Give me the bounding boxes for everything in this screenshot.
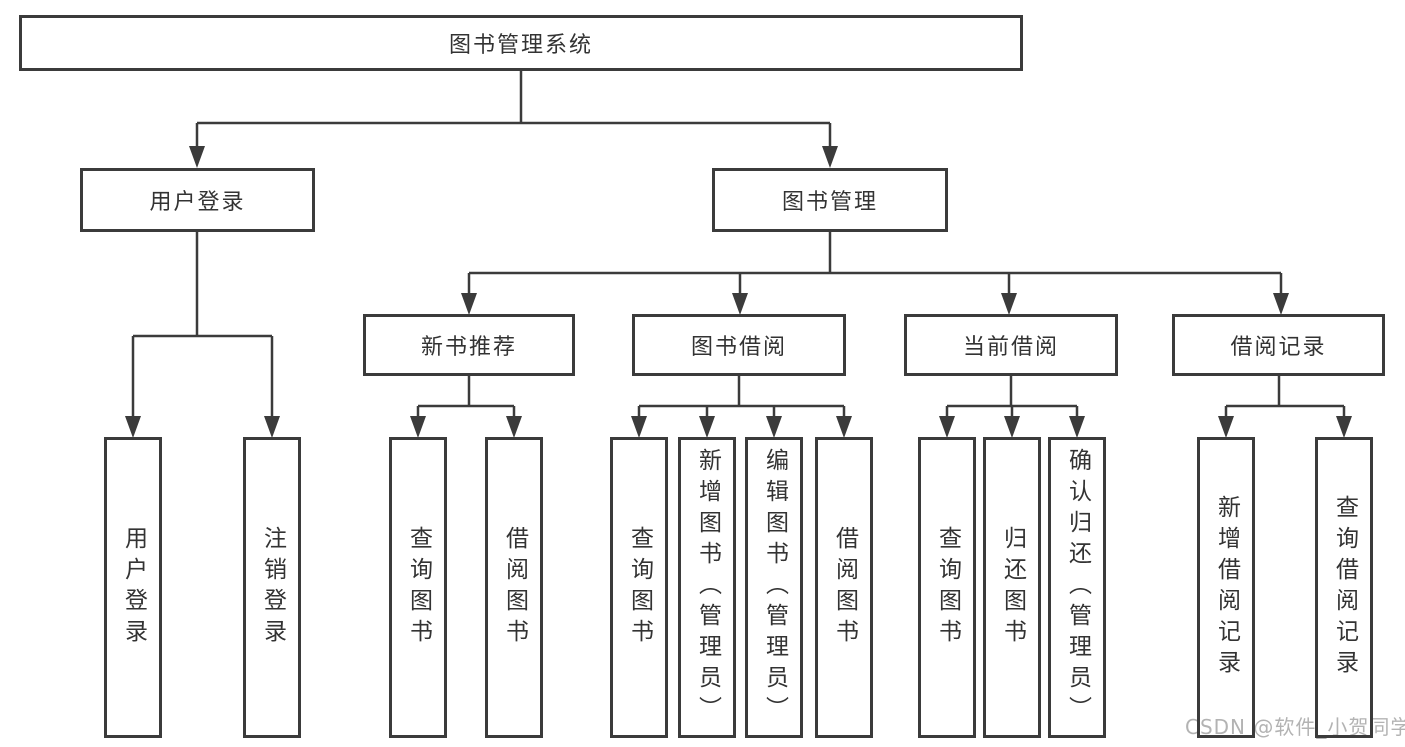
leaf-query-books-borrow: 查询图书 bbox=[610, 437, 668, 738]
leaf-add-borrow-record: 新增借阅记录 bbox=[1197, 437, 1255, 738]
leaf-add-book-admin: 新增图书（管理员） bbox=[678, 437, 736, 738]
node-book-borrow: 图书借阅 bbox=[632, 314, 846, 376]
leaf-query-books-recommend: 查询图书 bbox=[389, 437, 447, 738]
leaf-borrow-books-label: 借阅图书 bbox=[831, 525, 858, 650]
connector-new-book-to-leaves bbox=[416, 376, 516, 417]
leaf-query-borrow-record-label: 查询借阅记录 bbox=[1331, 494, 1358, 681]
node-new-book-recommend: 新书推荐 bbox=[363, 314, 575, 376]
node-borrow-records-label: 借阅记录 bbox=[1230, 335, 1327, 360]
leaf-query-borrow-record: 查询借阅记录 bbox=[1315, 437, 1373, 738]
node-book-borrow-label: 图书借阅 bbox=[690, 335, 787, 360]
node-user-login: 用户登录 bbox=[80, 168, 315, 232]
connector-current-borrow-to-leaves bbox=[945, 376, 1079, 417]
node-current-borrow-label: 当前借阅 bbox=[962, 335, 1059, 360]
leaf-borrow-books-recommend: 借阅图书 bbox=[485, 437, 543, 738]
connector-borrow-records-to-leaves bbox=[1224, 376, 1346, 417]
leaf-return-books-label: 归还图书 bbox=[999, 525, 1026, 650]
leaf-query-books-borrow-label: 查询图书 bbox=[626, 525, 653, 650]
node-root: 图书管理系统 bbox=[19, 15, 1023, 71]
leaf-edit-book-admin-label: 编辑图书（管理员） bbox=[761, 448, 788, 727]
node-borrow-records: 借阅记录 bbox=[1172, 314, 1385, 376]
leaf-query-books-recommend-label: 查询图书 bbox=[405, 525, 432, 650]
leaf-confirm-return-admin: 确认归还（管理员） bbox=[1048, 437, 1106, 738]
leaf-logout-label: 注销登录 bbox=[259, 525, 286, 650]
leaf-query-books-current: 查询图书 bbox=[918, 437, 976, 738]
leaf-logout: 注销登录 bbox=[243, 437, 301, 738]
node-book-management-label: 图书管理 bbox=[781, 190, 878, 215]
node-book-management: 图书管理 bbox=[712, 168, 948, 232]
node-current-borrow: 当前借阅 bbox=[904, 314, 1118, 376]
leaf-edit-book-admin: 编辑图书（管理员） bbox=[745, 437, 803, 738]
connector-root-to-level2 bbox=[195, 71, 832, 147]
leaf-user-login: 用户登录 bbox=[104, 437, 162, 738]
leaf-return-books: 归还图书 bbox=[983, 437, 1041, 738]
leaf-user-login-label: 用户登录 bbox=[120, 525, 147, 650]
leaf-add-borrow-record-label: 新增借阅记录 bbox=[1213, 494, 1240, 681]
leaf-add-book-admin-label: 新增图书（管理员） bbox=[694, 448, 721, 727]
connector-user-login-to-leaves bbox=[131, 232, 274, 417]
watermark: CSDN @软件_小贺同学 bbox=[1185, 715, 1405, 739]
connector-book-mgmt-to-level3 bbox=[467, 232, 1283, 293]
leaf-query-books-current-label: 查询图书 bbox=[934, 525, 961, 650]
leaf-borrow-books-recommend-label: 借阅图书 bbox=[501, 525, 528, 650]
node-new-book-recommend-label: 新书推荐 bbox=[420, 335, 517, 360]
leaf-borrow-books: 借阅图书 bbox=[815, 437, 873, 738]
connector-book-borrow-to-leaves bbox=[637, 376, 846, 417]
leaf-confirm-return-admin-label: 确认归还（管理员） bbox=[1064, 448, 1091, 727]
node-user-login-label: 用户登录 bbox=[149, 190, 246, 215]
node-root-label: 图书管理系统 bbox=[448, 33, 593, 58]
